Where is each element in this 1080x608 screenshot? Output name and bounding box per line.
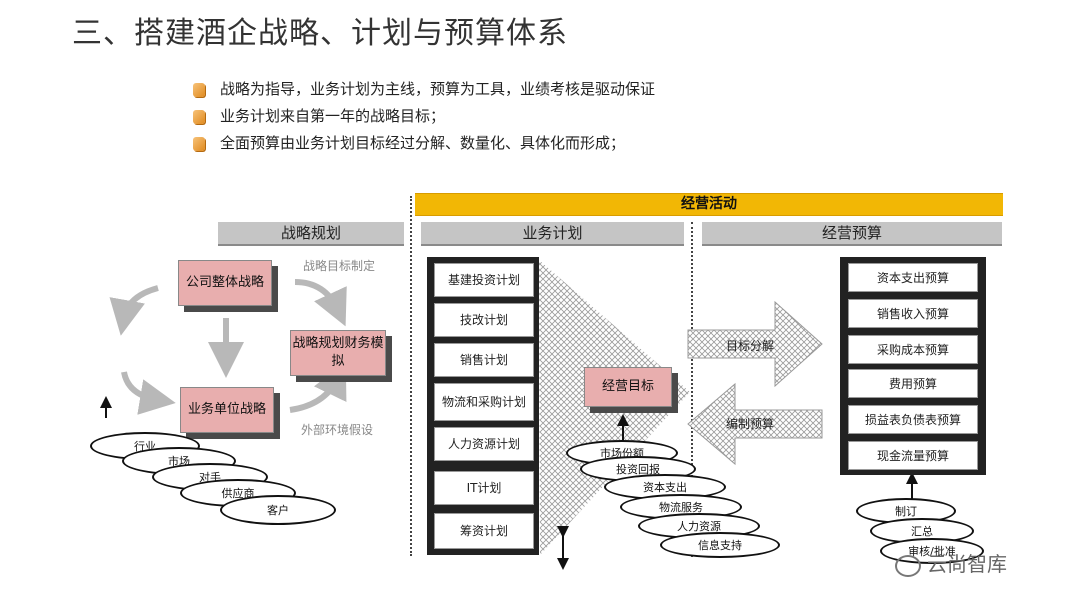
bullet-list: 战略为指导，业务计划为主线，预算为工具，业绩考核是驱动保证 业务计划来自第一年的… xyxy=(190,78,655,159)
unit-strategy-box: 业务单位战略 xyxy=(180,387,274,433)
header-plan: 业务计划 xyxy=(421,222,684,246)
budget-item: 资本支出预算 xyxy=(848,263,978,292)
plan-item: 基建投资计划 xyxy=(434,263,534,297)
page-title: 三、搭建酒企战略、计划与预算体系 xyxy=(72,16,568,51)
cycle-arrow xyxy=(109,285,159,336)
plan-item: 人力资源计划 xyxy=(434,427,534,461)
bullet-item: 战略为指导，业务计划为主线，预算为工具，业绩考核是驱动保证 xyxy=(190,78,655,105)
bullet-icon xyxy=(193,110,205,124)
plan-item: 物流和采购计划 xyxy=(434,383,534,421)
watermark: 云尚智库 xyxy=(895,548,1007,577)
plan-item: 销售计划 xyxy=(434,343,534,377)
note-strategy-target: 战略目标制定 xyxy=(302,259,375,273)
operating-target-box: 经营目标 xyxy=(584,367,672,407)
cycle-arrow xyxy=(289,361,347,413)
budget-item: 采购成本预算 xyxy=(848,335,978,364)
cycle-arrow xyxy=(121,371,176,415)
budget-item: 费用预算 xyxy=(848,369,978,398)
finance-simulation-box: 战略规划财务模拟 xyxy=(290,330,386,376)
plan-item: 技改计划 xyxy=(434,303,534,337)
plan-item: 筹资计划 xyxy=(434,513,534,549)
separator-line xyxy=(410,196,412,556)
budget-item: 损益表负债表预算 xyxy=(848,405,978,434)
operations-band: 经营活动 xyxy=(415,193,1003,216)
bullet-icon xyxy=(193,83,205,97)
oval-it-support: 信息支持 xyxy=(660,532,780,558)
bullet-icon xyxy=(193,137,205,151)
budget-item: 销售收入预算 xyxy=(848,299,978,328)
cycle-arrow xyxy=(294,279,347,327)
budget-column: 资本支出预算 销售收入预算 采购成本预算 费用预算 损益表负债表预算 现金流量预… xyxy=(840,257,986,475)
separator-line xyxy=(691,222,693,557)
header-strategy: 战略规划 xyxy=(218,222,404,246)
budget-item: 现金流量预算 xyxy=(848,441,978,470)
label-compile: 编制预算 xyxy=(726,417,775,431)
note-external-env: 外部环境假设 xyxy=(300,423,373,437)
compile-arrow xyxy=(687,382,823,466)
wechat-icon xyxy=(895,554,921,577)
decompose-arrow xyxy=(687,300,823,388)
label-decompose: 目标分解 xyxy=(726,339,775,353)
plan-column: 基建投资计划 技改计划 销售计划 物流和采购计划 人力资源计划 IT计划 筹资计… xyxy=(427,257,539,555)
bullet-item: 业务计划来自第一年的战略目标； xyxy=(190,105,655,132)
funnel-wedge xyxy=(539,260,690,555)
header-budget: 经营预算 xyxy=(702,222,1002,246)
company-strategy-box: 公司整体战略 xyxy=(178,260,272,306)
bullet-item: 全面预算由业务计划目标经过分解、数量化、具体化而形成； xyxy=(190,132,655,159)
oval-customer: 客户 xyxy=(220,495,336,525)
plan-item: IT计划 xyxy=(434,471,534,505)
